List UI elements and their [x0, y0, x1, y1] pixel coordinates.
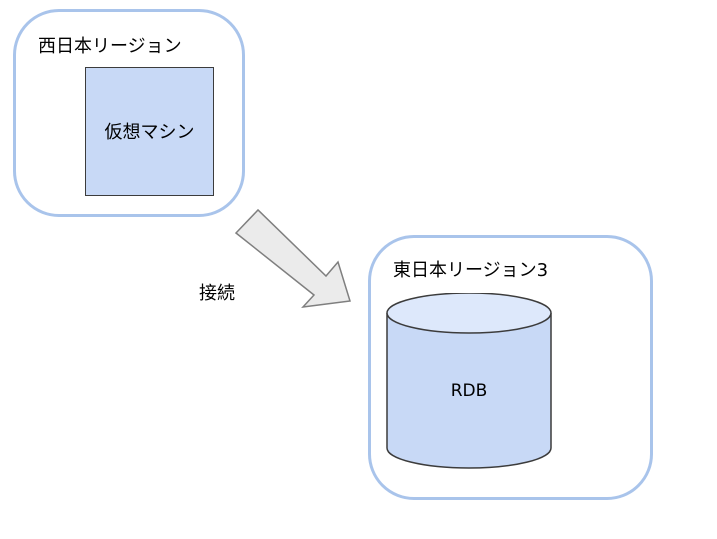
- connection-arrow-shape: [234, 208, 351, 309]
- rdb-cylinder-top: [386, 293, 552, 334]
- rdb-cylinder-body: [386, 313, 552, 469]
- connection-label: 接続: [199, 283, 235, 304]
- connection-arrow-icon[interactable]: [232, 205, 357, 310]
- rdb-label: RDB: [450, 381, 488, 401]
- virtual-machine-node[interactable]: 仮想マシン: [85, 67, 214, 196]
- virtual-machine-label: 仮想マシン: [104, 122, 195, 143]
- rdb-cylinder-node[interactable]: [385, 293, 555, 471]
- east-region-label: 東日本リージョン3: [393, 260, 549, 281]
- west-region-label: 西日本リージョン: [38, 36, 182, 57]
- west-region-container[interactable]: 西日本リージョン 仮想マシン: [13, 9, 245, 217]
